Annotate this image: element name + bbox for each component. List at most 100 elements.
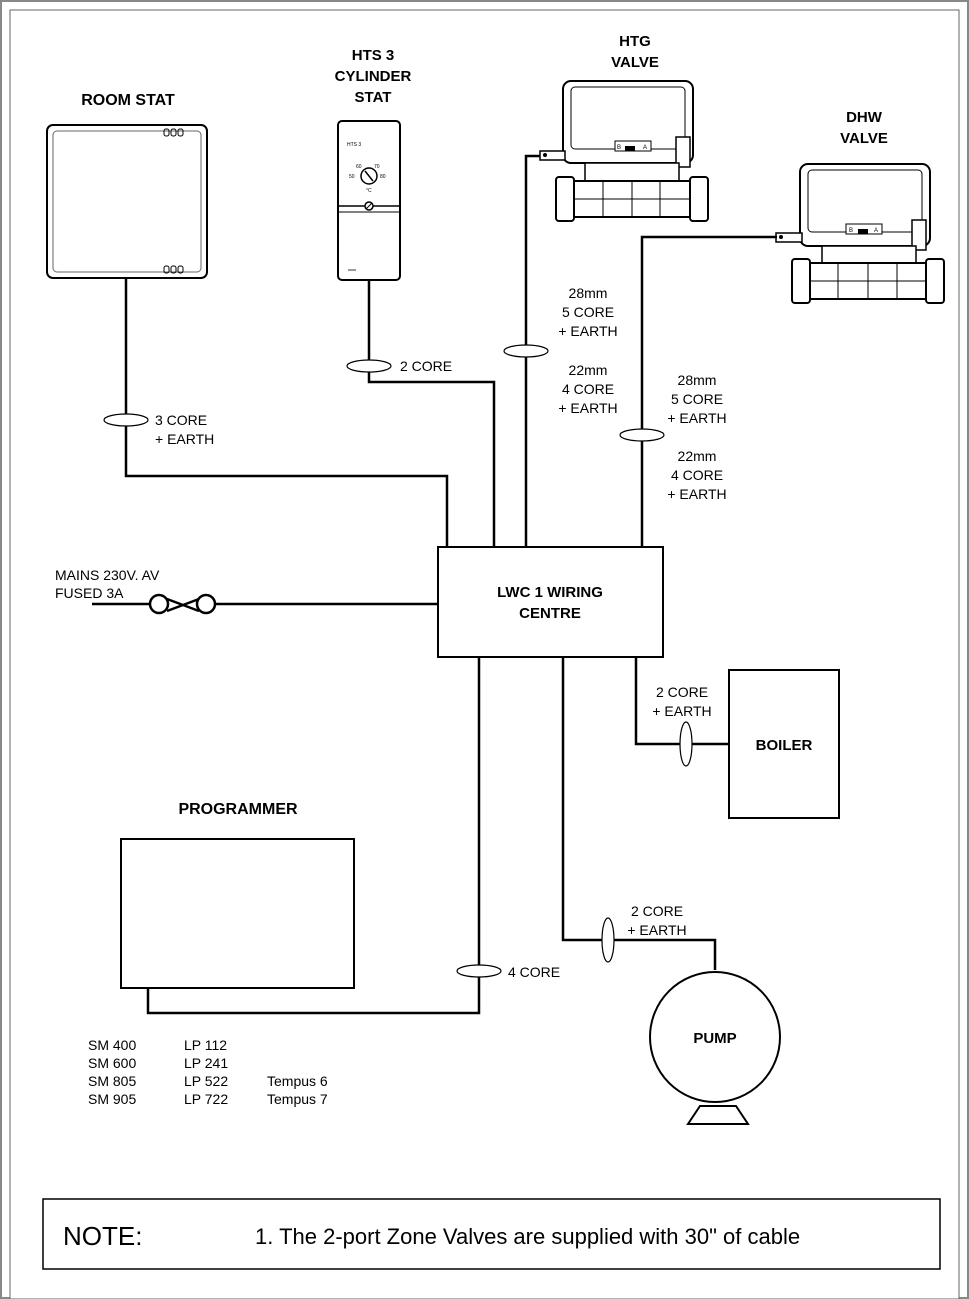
note-text: 1. The 2-port Zone Valves are supplied w… [255, 1224, 800, 1249]
model-col2-row4: LP 722 [184, 1091, 228, 1107]
programmer-box [120, 838, 355, 989]
model-col3-row3: Tempus 6 [267, 1073, 328, 1089]
model-col3-row4: Tempus 7 [267, 1091, 328, 1107]
htg-22mm-label-3: + EARTH [558, 400, 617, 416]
cable-marker-programmer [456, 964, 502, 978]
wiring-centre: LWC 1 WIRING CENTRE [437, 546, 664, 658]
cable-htg-valve [524, 154, 540, 547]
dhw-valve-right-nut [925, 258, 945, 304]
htg-valve-title-line1: HTG [619, 33, 651, 50]
dhw-28mm-label-3: + EARTH [667, 410, 726, 426]
dial-tick-80: 80 [380, 174, 386, 180]
cylinder-stat-title-line2: CYLINDER [335, 68, 412, 85]
boiler-label: BOILER [756, 737, 813, 754]
programmer-title: PROGRAMMER [178, 801, 298, 818]
dhw-valve-left-nut [791, 258, 811, 304]
note-label: NOTE: [63, 1221, 142, 1251]
model-col1-row3: SM 805 [88, 1073, 136, 1089]
dhw-valve-port-a: A [874, 228, 878, 234]
dhw-valve-selector-slide [858, 229, 868, 234]
boiler: BOILER [728, 669, 840, 819]
dhw-valve: DHW VALVE B A [775, 109, 945, 304]
cable-markers [103, 344, 693, 978]
mains-fuse-symbol [148, 593, 217, 615]
dhw-28mm-label-2: 5 CORE [671, 391, 723, 407]
htg-valve-lever [675, 136, 691, 168]
htg-valve-cable-entry [543, 153, 547, 157]
fuse-right-terminal [195, 593, 217, 615]
model-col1-row1: SM 400 [88, 1037, 136, 1053]
room-stat-face [52, 130, 202, 273]
dial-unit: °C [366, 188, 372, 194]
htg-valve-port-a: A [643, 145, 647, 151]
cable-marker-cylinder-stat [346, 359, 392, 373]
dhw-valve-title-line1: DHW [846, 109, 883, 126]
programmer-models: SM 400 SM 600 SM 805 SM 905 LP 112 LP 24… [88, 1037, 328, 1107]
htg-28mm-label-3: + EARTH [558, 323, 617, 339]
model-col2-row2: LP 241 [184, 1055, 228, 1071]
mains-label-1: MAINS 230V. AV [55, 567, 160, 583]
htg-22mm-label-1: 22mm [569, 362, 608, 378]
dial-tick-60: 60 [356, 164, 362, 170]
cable-room-stat [124, 278, 449, 547]
wiring-centre-label-1: LWC 1 WIRING [497, 584, 603, 601]
cylinder-stat-cable-label: 2 CORE [400, 358, 452, 374]
fuse-left-terminal [148, 593, 170, 615]
pump: PUMP [649, 971, 781, 1125]
cables [92, 154, 777, 1015]
pump-base [686, 1105, 750, 1125]
pump-label: PUMP [693, 1030, 736, 1047]
programmer-cable-label: 4 CORE [508, 964, 560, 980]
dial-tick-70: 70 [374, 164, 380, 170]
htg-valve-title-line2: VALVE [611, 54, 659, 71]
cable-cylinder-stat [367, 280, 496, 547]
pump-body [649, 971, 781, 1103]
dhw-22mm-label-1: 22mm [678, 448, 717, 464]
cylinder-stat-dial-pointer [364, 170, 374, 182]
cable-marker-htg-valve [503, 344, 549, 358]
cable-labels: 3 CORE + EARTH 2 CORE 28mm 5 CORE + EART… [55, 285, 727, 980]
room-stat-top-terminals [163, 128, 184, 137]
cable-programmer [146, 657, 481, 1015]
cable-marker-boiler [679, 721, 693, 767]
dhw-valve-port-b: B [849, 228, 853, 234]
cylinder-stat-title-line1: HTS 3 [352, 47, 395, 64]
dhw-22mm-label-3: + EARTH [667, 486, 726, 502]
programmer: PROGRAMMER [120, 801, 355, 989]
room-stat-body [46, 124, 208, 279]
wiring-centre-label-2: CENTRE [519, 605, 581, 622]
dhw-valve-cable-entry [779, 235, 783, 239]
cable-marker-pump [601, 917, 615, 963]
pump-cable-label-1: 2 CORE [631, 903, 683, 919]
boiler-cable-label-1: 2 CORE [656, 684, 708, 700]
dhw-22mm-label-2: 4 CORE [671, 467, 723, 483]
boiler-box [728, 669, 840, 819]
cable-pump [561, 657, 717, 970]
htg-valve-left-nut [555, 176, 575, 222]
htg-28mm-label-1: 28mm [569, 285, 608, 301]
mains-label-2: FUSED 3A [55, 585, 124, 601]
htg-valve-port-b: B [617, 145, 621, 151]
room-stat-cable-label-1: 3 CORE [155, 412, 207, 428]
pump-cable-label-2: + EARTH [627, 922, 686, 938]
htg-22mm-label-2: 4 CORE [562, 381, 614, 397]
room-stat-title: ROOM STAT [81, 92, 175, 109]
model-col1-row2: SM 600 [88, 1055, 136, 1071]
cable-boiler [634, 657, 729, 746]
cylinder-stat-face-label: HTS 3 [347, 142, 361, 148]
cable-marker-room-stat [103, 413, 149, 427]
model-col2-row3: LP 522 [184, 1073, 228, 1089]
htg-valve-selector-slide [625, 146, 635, 151]
cylinder-stat: HTS 3 CYLINDER STAT HTS 3 60 70 50 80 °C [335, 47, 412, 281]
dhw-valve-lever [911, 219, 927, 251]
note-box: NOTE: 1. The 2-port Zone Valves are supp… [42, 1198, 941, 1270]
cable-dhw-valve [640, 235, 777, 547]
dhw-valve-title-line2: VALVE [840, 130, 888, 147]
dhw-28mm-label-1: 28mm [678, 372, 717, 388]
note-border [42, 1198, 941, 1270]
boiler-cable-label-2: + EARTH [652, 703, 711, 719]
htg-valve-right-nut [689, 176, 709, 222]
cable-marker-dhw-valve [619, 428, 665, 442]
